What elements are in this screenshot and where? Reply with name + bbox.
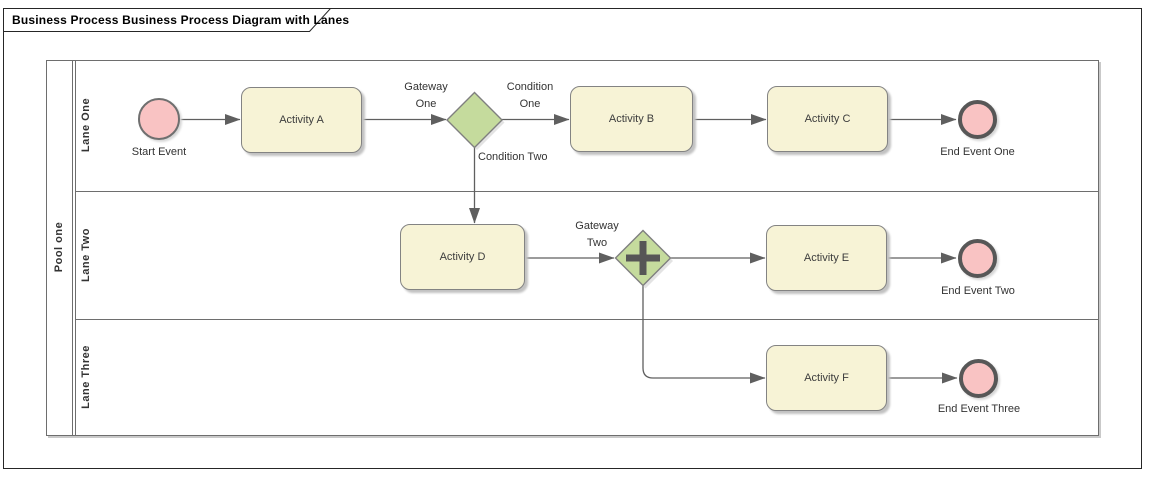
condition-two-label: Condition Two — [478, 151, 548, 163]
end-event-three-label: End Event Three — [937, 403, 1021, 415]
diagram-frame — [3, 8, 1142, 469]
activity-a-label: Activity A — [279, 114, 324, 126]
activity-d-label: Activity D — [439, 251, 486, 263]
condition-one-label: Condition One — [506, 81, 554, 110]
activity-f-label: Activity F — [804, 372, 849, 384]
lanes-container — [75, 61, 1098, 435]
gateway-two[interactable] — [614, 229, 674, 289]
gateway-one[interactable] — [446, 91, 505, 151]
activity-a[interactable]: Activity A — [241, 87, 362, 153]
activity-c[interactable]: Activity C — [767, 86, 888, 152]
lane-two[interactable] — [76, 192, 1098, 320]
activity-e-label: Activity E — [803, 252, 850, 264]
start-event[interactable] — [138, 98, 180, 140]
end-event-two-label: End Event Two — [941, 285, 1015, 297]
start-event-label: Start Event — [131, 146, 187, 158]
activity-e[interactable]: Activity E — [766, 225, 887, 291]
diagram-title-tab — [3, 8, 332, 32]
activity-c-label: Activity C — [804, 113, 851, 125]
diagram-title: Business Process Business Process Diagra… — [12, 13, 350, 27]
activity-b-label: Activity B — [608, 113, 655, 125]
pool-header[interactable] — [47, 61, 73, 435]
activity-d[interactable]: Activity D — [400, 224, 525, 290]
end-event-one-label: End Event One — [940, 146, 1015, 158]
activity-f[interactable]: Activity F — [766, 345, 887, 411]
activity-b[interactable]: Activity B — [570, 86, 693, 152]
gateway-two-label: Gateway Two — [575, 220, 619, 249]
gateway-one-label: Gateway One — [404, 81, 448, 110]
lane-one[interactable] — [76, 61, 1098, 192]
end-event-three[interactable] — [959, 358, 998, 398]
end-event-one[interactable] — [958, 100, 997, 139]
plus-icon — [626, 241, 660, 275]
flow-gateway-two-to-activity-f[interactable] — [642, 286, 766, 384]
end-event-two[interactable] — [958, 238, 997, 278]
